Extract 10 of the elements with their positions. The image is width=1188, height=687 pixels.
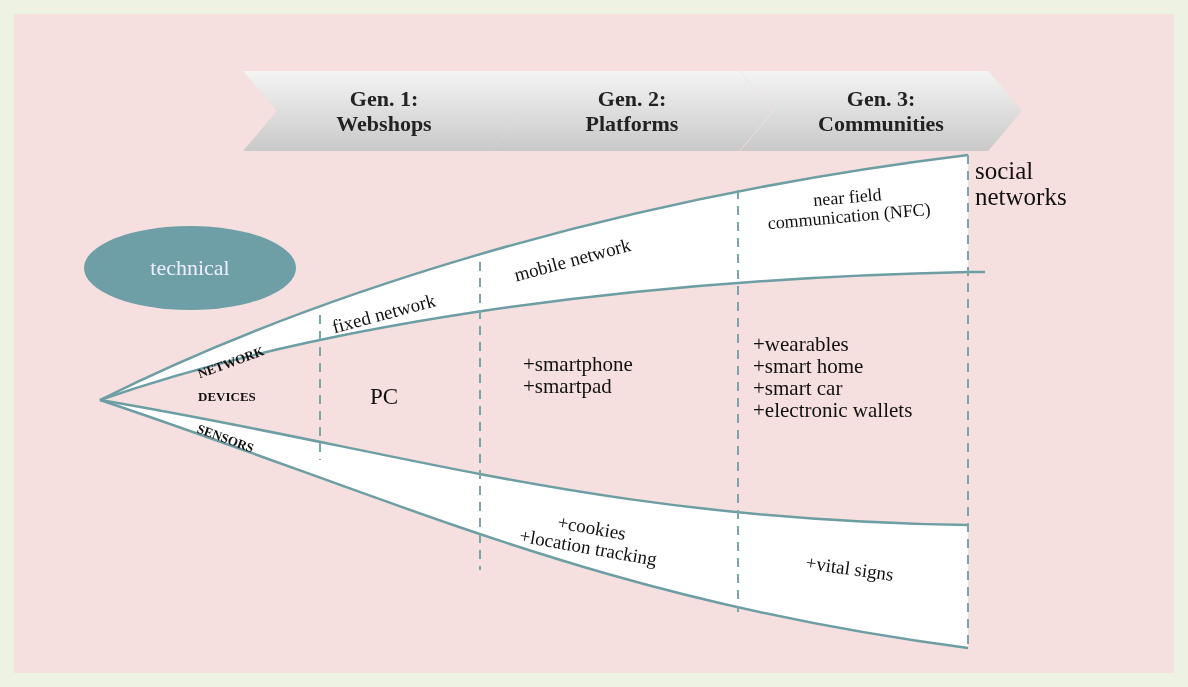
cell-text: mobile network: [512, 233, 634, 286]
cell-text: +cookies +location tracking: [517, 510, 660, 572]
cell-text: PC: [370, 385, 400, 410]
cell-text: fixed network: [330, 288, 439, 338]
cell-text: +smartphone +smartpad: [523, 353, 634, 398]
band-label: DEVICES: [198, 390, 257, 404]
cell-text: +wearables +smart home +smart car +electronic wallets: [753, 333, 914, 422]
cell-text: near field communication (NFC): [765, 183, 933, 234]
side-label: social networks: [975, 158, 1068, 211]
cell-text: +vital signs: [803, 550, 896, 587]
